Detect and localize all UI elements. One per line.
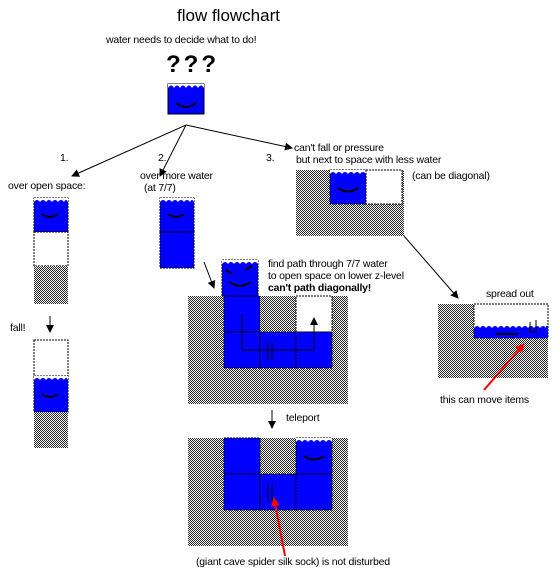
branch-3-label-line1: can't fall or pressure — [294, 142, 384, 154]
teleport-label: teleport — [286, 412, 320, 424]
intro-text: water needs to decide what to do! — [106, 34, 257, 46]
pathfind-line2: to open space on lower z-level — [268, 270, 404, 282]
branch-2-label-line1: over more water — [140, 170, 213, 182]
pathfind-water-tile — [221, 259, 259, 297]
branch1-column — [33, 197, 69, 304]
spread-label: spread out — [486, 288, 534, 300]
branch-2-number: 2. — [158, 152, 167, 164]
arrow-to-branch-1 — [71, 124, 187, 177]
arrow-to-branch-3 — [185, 124, 293, 151]
arrow-to-pathfind — [203, 261, 216, 289]
branch-1-label: over open space: — [8, 180, 86, 192]
arrow-to-branch-2 — [159, 124, 187, 177]
teleport-scene — [188, 437, 348, 546]
branch1-result-column — [33, 339, 69, 448]
branch-3-note: (can be diagonal) — [412, 170, 490, 182]
arrow-items — [483, 343, 525, 391]
move-items-note: this can move items — [440, 394, 529, 406]
branch-1-number: 1. — [60, 152, 69, 164]
pathfind-warning: can't path diagonally! — [268, 282, 372, 294]
pathfind-line1: find path through 7/7 water — [268, 258, 388, 270]
branch-3-number: 3. — [266, 152, 275, 164]
question-marks: ??? — [166, 51, 219, 78]
branch3-scene — [296, 169, 404, 236]
arrow-to-spread — [403, 235, 459, 299]
question-water-tile — [167, 83, 205, 115]
pathfind-scene — [188, 295, 348, 404]
branch-2-label-line2: (at 7/7) — [144, 182, 176, 194]
branch-3-label-line2: but next to space with less water — [296, 154, 442, 166]
fall-label: fall! — [10, 322, 26, 334]
branch2-column — [159, 197, 195, 269]
spread-scene — [438, 303, 549, 378]
sock-note: (giant cave spider silk sock) is not dis… — [196, 556, 390, 568]
arrow-sock — [271, 497, 286, 557]
diagram-title: flow flowchart — [177, 6, 280, 25]
